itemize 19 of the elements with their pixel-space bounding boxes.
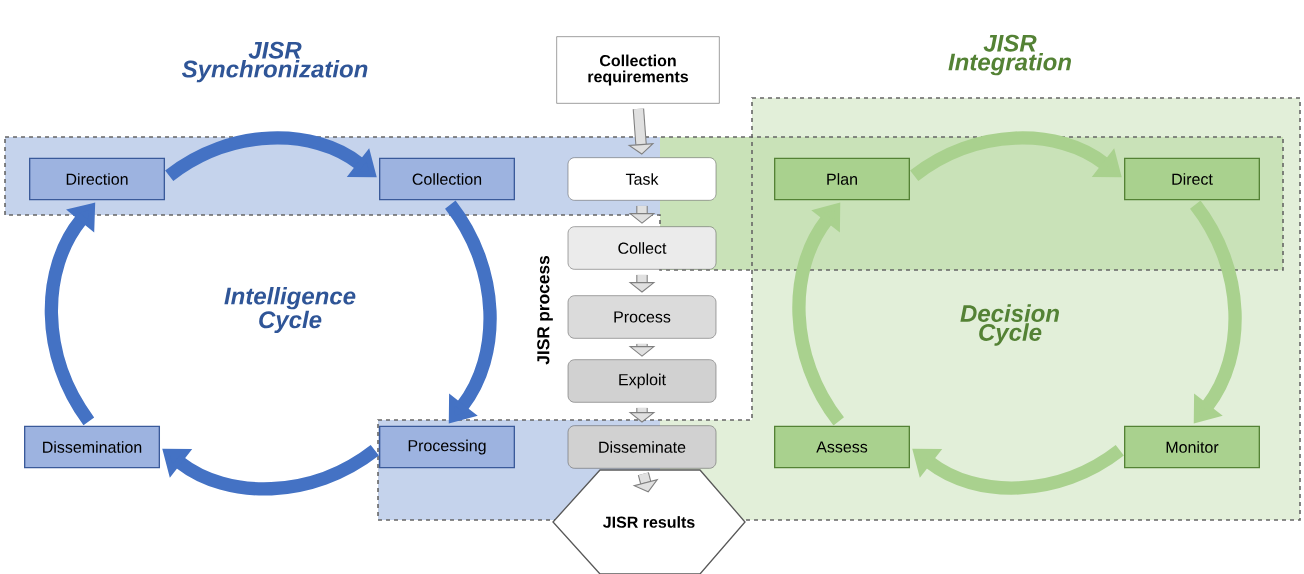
cycle-title: Decision Cycle (960, 304, 1059, 346)
step-box: Exploit (567, 359, 717, 403)
process-box: Direction (29, 157, 165, 201)
process-box: Monitor (1124, 425, 1260, 469)
step-box: Process (567, 295, 717, 339)
cycle-title: Intelligence Cycle (224, 286, 356, 334)
process-box: Assess (774, 425, 910, 469)
process-box: Collection (379, 157, 515, 201)
heading: JISR Integration (948, 34, 1071, 76)
process-box: Plan (774, 157, 910, 201)
process-box: Dissemination (24, 425, 160, 469)
step-box: Collect (567, 226, 717, 270)
column-title: JISR process (537, 256, 553, 365)
step-box: Task (567, 157, 717, 201)
heading: JISR Synchronization (181, 41, 368, 83)
input-box: Collection requirements (556, 36, 720, 104)
process-box: Processing (379, 425, 515, 469)
process-box: Direct (1124, 157, 1260, 201)
step-box: Disseminate (567, 425, 717, 469)
